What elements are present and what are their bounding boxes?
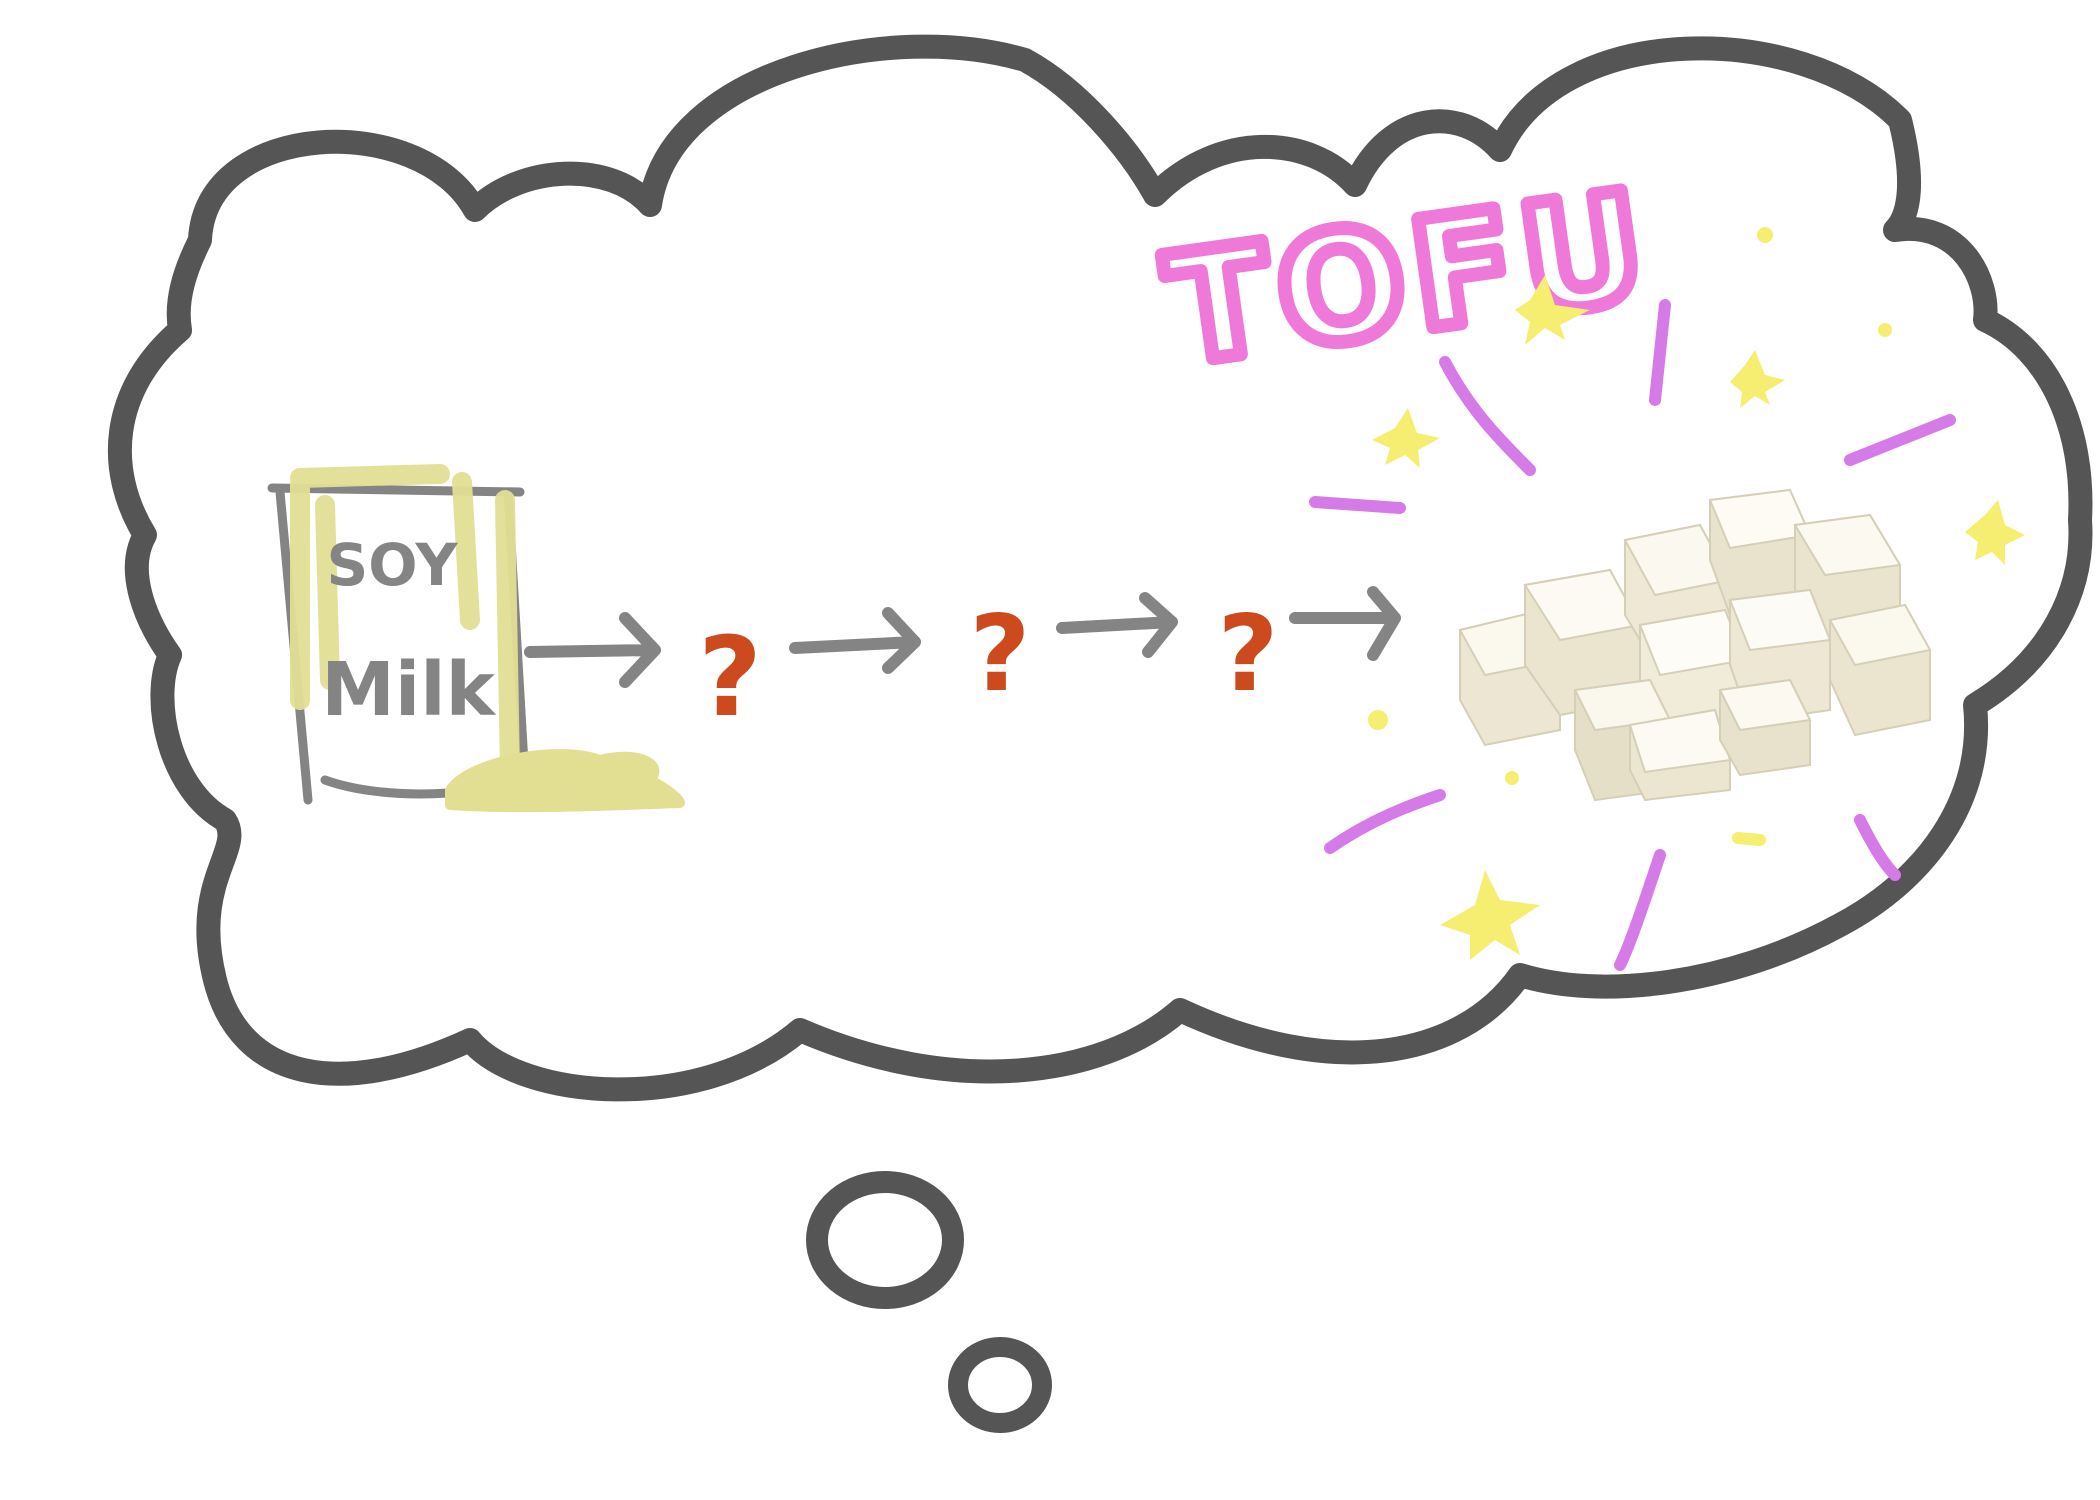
tofu-cube: [1708, 488, 1812, 617]
streak: [1649, 299, 1671, 406]
thought-cloud-outline: [108, 34, 2093, 1102]
sparkle-dot: [1757, 227, 1773, 243]
tofu-cube: [1628, 708, 1732, 802]
streak: [1844, 414, 1956, 466]
sparkle-dot: [1368, 710, 1388, 730]
tofu-cubes-image: [1458, 488, 1932, 802]
thought-bubble-small: [948, 1337, 1052, 1433]
milk-spill: [445, 749, 685, 813]
carton-label-line2: Milk: [321, 647, 496, 733]
streak: [1854, 814, 1901, 881]
arrow-2: [789, 607, 921, 674]
tofu-cube: [1718, 678, 1812, 777]
star: [1730, 350, 1785, 408]
streak: [1309, 496, 1406, 514]
process-arrows: [524, 586, 1401, 688]
star: [1440, 870, 1540, 960]
unknown-steps: ? ? ?: [698, 593, 1278, 741]
streak: [1324, 789, 1446, 854]
arrow-4: [1289, 586, 1401, 661]
celebration-streaks: [1309, 299, 1956, 971]
step-question-1: ?: [698, 613, 762, 741]
sparkle-dot: [1505, 771, 1519, 785]
star: [1372, 408, 1440, 468]
streak: [1439, 356, 1536, 476]
soy-milk-carton: SOY Milk: [267, 464, 685, 813]
carton-label-line1: SOY: [326, 531, 458, 599]
step-question-3: ?: [1218, 593, 1279, 715]
sparkle-dash: [1732, 832, 1766, 846]
tofu-cube: [1523, 568, 1642, 717]
carton-milk-overlay: [290, 464, 520, 780]
star: [1515, 275, 1590, 345]
sparkle-dot: [1878, 323, 1892, 337]
thought-bubble-large: [806, 1171, 964, 1309]
arrow-3: [1056, 592, 1178, 658]
sparkle-stars: [1368, 227, 2025, 960]
star: [1965, 500, 2025, 565]
streak: [1614, 849, 1666, 971]
step-question-2: ?: [970, 593, 1031, 715]
arrow-1: [524, 612, 661, 688]
tofu-cube: [1793, 513, 1902, 642]
